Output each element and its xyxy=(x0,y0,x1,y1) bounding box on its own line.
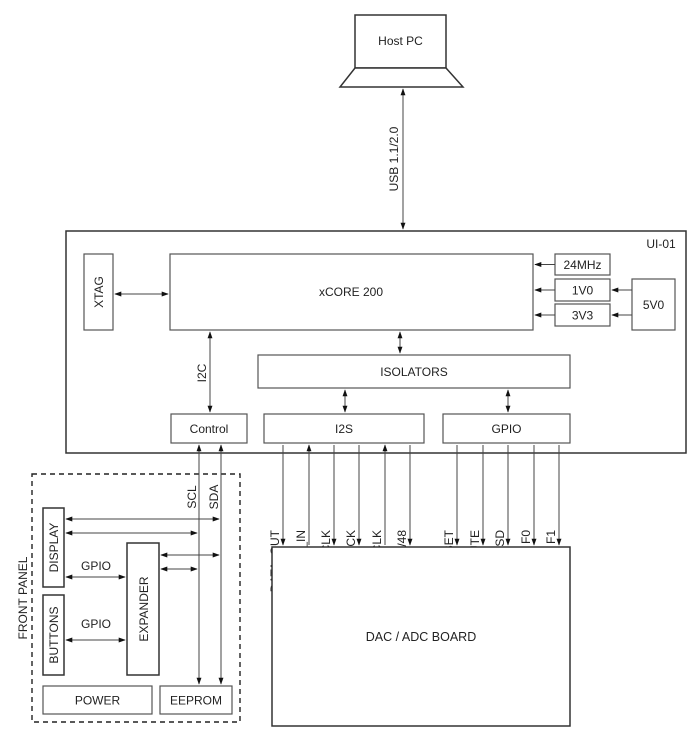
expander-label: EXPANDER xyxy=(137,576,151,641)
xcore-label: xCORE 200 xyxy=(319,285,383,299)
i2s-block xyxy=(263,413,425,444)
scl-label: SCL xyxy=(185,485,199,509)
dac-adc-label: DAC / ADC BOARD xyxy=(366,630,476,644)
xcore-block xyxy=(169,253,534,331)
buttons-block xyxy=(42,594,65,676)
display-label: DISPLAY xyxy=(47,523,61,573)
gpio-signal-label: F0 xyxy=(519,530,533,544)
rail-3v3-label: 3V3 xyxy=(572,309,594,323)
front-panel-boundary xyxy=(31,473,241,723)
power-block xyxy=(42,685,153,715)
dac-adc-board xyxy=(271,546,571,727)
gpio-signal-label: F1 xyxy=(544,530,558,544)
power-label: POWER xyxy=(75,694,121,708)
expander-block xyxy=(126,542,160,676)
eeprom-block xyxy=(159,685,233,715)
i2s-label: I2S xyxy=(335,422,353,436)
rail-1v0-label: 1V0 xyxy=(572,284,594,298)
front-panel-label: FRONT PANEL xyxy=(16,556,30,639)
xtag-block xyxy=(83,253,114,331)
display-block xyxy=(42,507,65,588)
eeprom-label: EEPROM xyxy=(170,694,222,708)
host-pc-base xyxy=(338,67,465,88)
gpio-block xyxy=(442,413,571,444)
supply-label: 5V0 xyxy=(643,298,665,312)
host-pc-screen xyxy=(354,14,447,69)
isolators-block xyxy=(257,354,571,389)
buttons-label: BUTTONS xyxy=(47,606,61,663)
sda-label: SDA xyxy=(207,485,221,510)
supply-5v0-block xyxy=(631,278,676,331)
control-label: Control xyxy=(190,422,229,436)
buttons-gpio-label: GPIO xyxy=(81,617,111,631)
i2c-label: I2C xyxy=(195,363,209,382)
xtag-label: XTAG xyxy=(92,276,106,308)
host-pc: Host PC xyxy=(338,14,465,88)
isolators-label: ISOLATORS xyxy=(380,365,448,379)
control-block xyxy=(170,413,248,444)
board-name-label: UI-01 xyxy=(646,237,676,251)
ui-01-board xyxy=(65,230,687,454)
gpio-label: GPIO xyxy=(491,422,521,436)
clock-label: 24MHz xyxy=(563,258,601,272)
host-pc-label: Host PC xyxy=(378,34,423,48)
display-gpio-label: GPIO xyxy=(81,559,111,573)
usb-link-label: USB 1.1/2.0 xyxy=(387,126,401,191)
